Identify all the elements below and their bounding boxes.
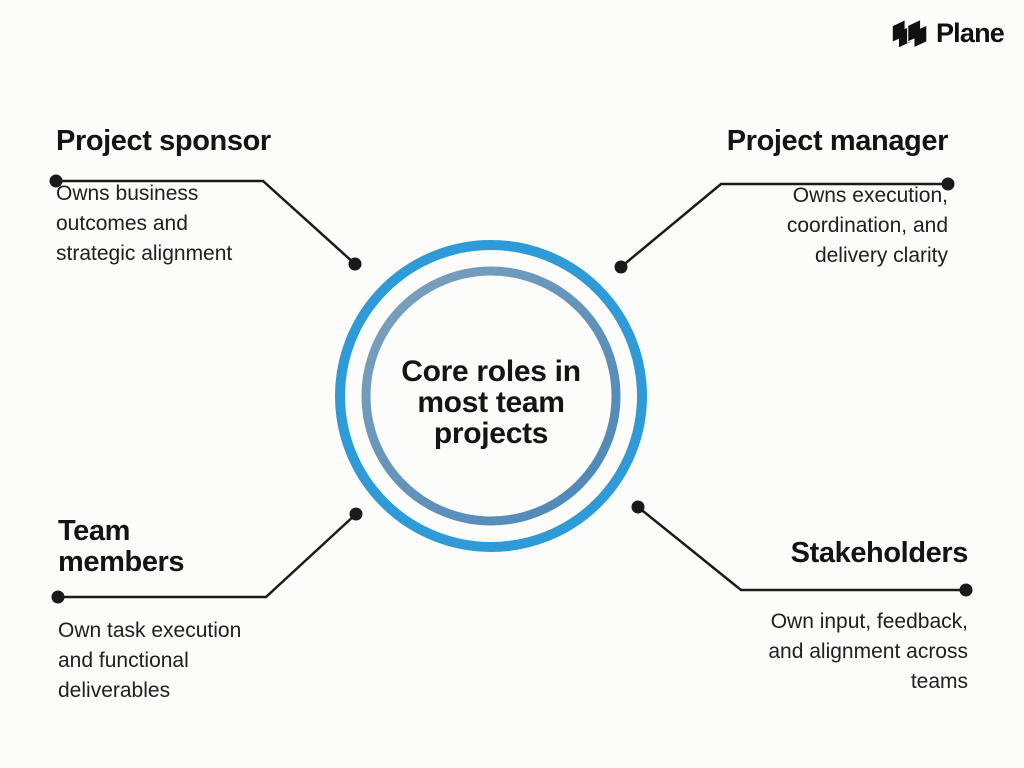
role-title-team-members: Team members (58, 515, 185, 578)
role-desc-project-sponsor: Owns business outcomes and strategic ali… (56, 182, 233, 265)
role-desc-project-manager: Owns execution, coordination, and delive… (786, 184, 948, 267)
plane-logo-icon (892, 18, 928, 49)
role-project-manager: Project manager Owns execution, coordina… (678, 125, 949, 271)
connector-stakeholders (631, 500, 973, 597)
connector-project-manager (614, 177, 955, 274)
connector-dot (631, 500, 645, 514)
role-title-stakeholders: Stakeholders (790, 537, 969, 569)
connector-dot (349, 507, 363, 521)
connector-dot (348, 257, 362, 271)
connector-line (620, 182, 948, 268)
connector-dot (49, 174, 63, 188)
inner-ring (361, 266, 621, 526)
outer-ring (335, 240, 647, 552)
brand-logo: Plane (892, 18, 1005, 49)
role-title-project-sponsor: Project sponsor (56, 125, 271, 157)
connector-dot (51, 590, 65, 604)
connector-line (58, 513, 357, 599)
brand-name: Plane (935, 18, 1005, 48)
connector-line (637, 506, 966, 592)
connector-dot (941, 177, 955, 191)
connector-team-members (51, 507, 363, 604)
role-title-project-manager: Project manager (726, 125, 949, 157)
role-stakeholders: Stakeholders Own input, feedback, and al… (688, 538, 968, 697)
role-desc-stakeholders: Own input, feedback, and alignment acros… (768, 610, 968, 693)
role-project-sponsor: Project sponsor Owns business outcomes a… (56, 126, 316, 269)
role-desc-team-members: Own task execution and functional delive… (58, 619, 242, 702)
connector-dot (614, 260, 628, 274)
connector-line (56, 179, 356, 265)
center-label: Core roles in most team projects (401, 355, 581, 450)
role-team-members: Team members Own task execution and func… (58, 516, 318, 706)
connector-project-sponsor (49, 174, 362, 271)
connector-dot (959, 583, 973, 597)
